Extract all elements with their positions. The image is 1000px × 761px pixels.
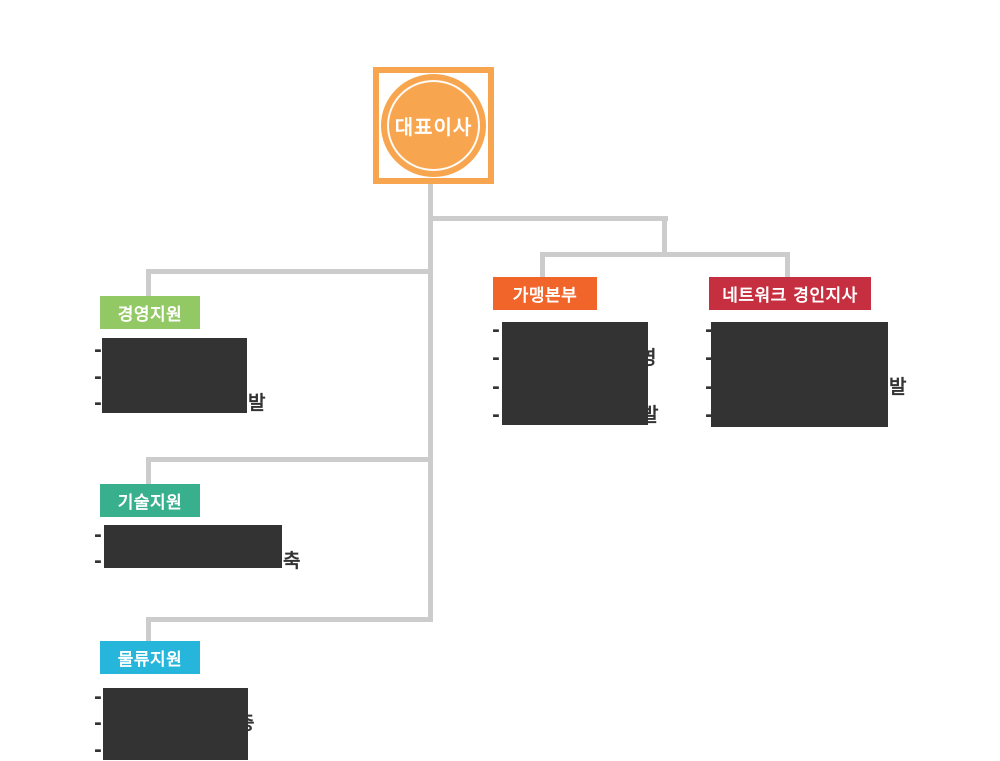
connector-stub-franchise [540, 252, 545, 278]
dept-label-technical: 기술지원 [100, 484, 200, 517]
visible-text-fragment: 축 [283, 550, 301, 572]
list-dash: - [705, 347, 713, 369]
visible-text-fragment: 발 [889, 376, 907, 398]
list-dash: - [94, 739, 102, 761]
connector-stub-logistics [146, 617, 151, 642]
list-dash: - [94, 366, 102, 388]
connector-stub-management [146, 269, 151, 297]
list-dash: - [492, 404, 500, 426]
redaction-box-management [102, 338, 247, 413]
redaction-box-network [711, 322, 888, 427]
list-dash: - [492, 347, 500, 369]
ceo-inner-ring [387, 80, 480, 171]
list-dash: - [705, 404, 713, 426]
connector-right-horizontal-lower [540, 252, 790, 257]
connector-trunk-vertical [428, 184, 433, 622]
connector-left-horizontal-technical [146, 457, 433, 462]
list-dash: - [94, 712, 102, 734]
ceo-label: 대표이사 [394, 115, 473, 139]
list-dash: - [492, 319, 500, 341]
list-dash: - [94, 339, 102, 361]
list-dash: - [94, 524, 102, 546]
dept-label-logistics: 물류지원 [100, 641, 200, 674]
list-dash: - [492, 376, 500, 398]
connector-left-horizontal-management [146, 269, 433, 274]
dept-label-network: 네트워크 경인지사 [709, 277, 871, 310]
connector-stub-network [785, 252, 790, 278]
list-dash: - [94, 392, 102, 414]
redaction-box-logistics [103, 688, 248, 760]
redaction-box-franchise [502, 322, 648, 425]
dept-label-management: 경영지원 [100, 296, 200, 329]
connector-right-horizontal-upper [430, 216, 668, 221]
ceo-node: 대표이사 [373, 67, 494, 184]
list-dash: - [705, 319, 713, 341]
dept-label-franchise: 가맹본부 [493, 277, 597, 310]
ceo-circle: 대표이사 [381, 74, 486, 177]
connector-right-vertical [662, 216, 667, 257]
connector-left-horizontal-logistics [146, 617, 433, 622]
list-dash: - [94, 686, 102, 708]
list-dash: - [705, 376, 713, 398]
list-dash: - [94, 550, 102, 572]
connector-stub-technical [146, 457, 151, 485]
redaction-box-technical [104, 525, 282, 568]
visible-text-fragment: 발 [248, 392, 266, 414]
